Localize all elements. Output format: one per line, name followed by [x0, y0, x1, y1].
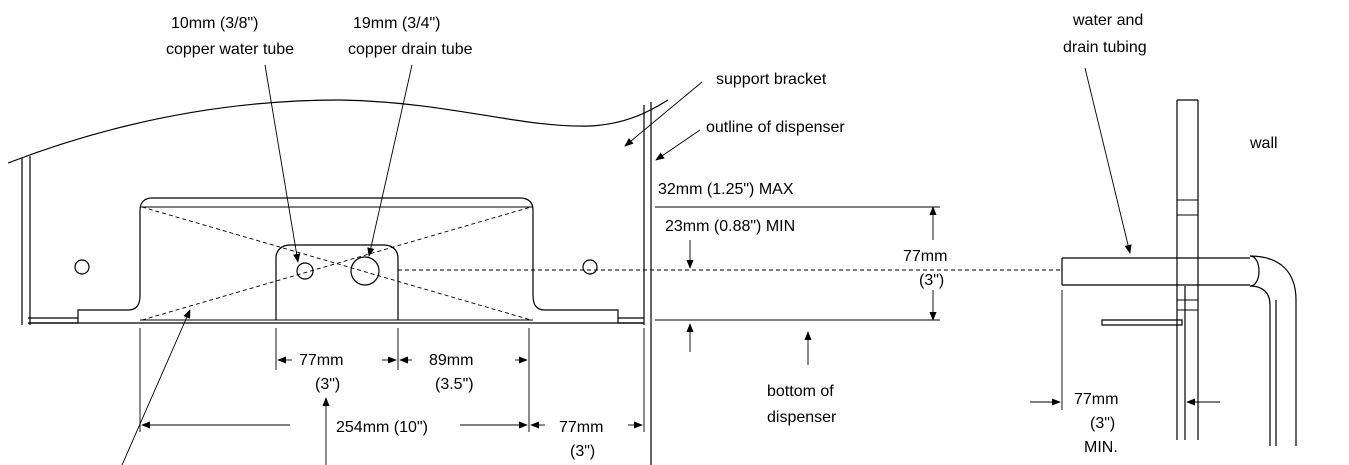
- drain-tube-label-name: copper drain tube: [348, 41, 473, 58]
- height-dimension: [655, 206, 940, 352]
- wall-dim-min: MIN.: [1084, 439, 1118, 456]
- support-bracket-label: support bracket: [716, 71, 827, 88]
- mounting-hole-right: [582, 259, 598, 275]
- mounting-hole-left: [74, 259, 90, 275]
- wall-dim-value: 77mm: [1074, 391, 1118, 408]
- tubing-label-line2: drain tubing: [1063, 39, 1147, 56]
- outline-label: outline of dispenser: [706, 119, 845, 136]
- dim-77-left-value: 77mm: [299, 352, 343, 369]
- support-bracket: [28, 197, 644, 324]
- max-clearance-label: 32mm (1.25") MAX: [658, 181, 794, 198]
- water-tube-label-size: 10mm (3/8"): [171, 15, 258, 32]
- bottom-label-line1: bottom of: [767, 383, 834, 400]
- bottom-label-line2: dispenser: [767, 409, 837, 426]
- height-dim-value: 77mm: [903, 248, 947, 265]
- dispenser-outline: [7, 99, 669, 465]
- min-clearance-label: 23mm (0.88") MIN: [665, 218, 795, 235]
- dim-254-label: 254mm (10"): [336, 419, 428, 436]
- dim-77-right-value: 77mm: [559, 419, 603, 436]
- dim-89-value: 89mm: [429, 352, 473, 369]
- horizontal-dimensions: [139, 328, 812, 465]
- leader-lines: [121, 64, 1132, 465]
- wall: [1101, 99, 1199, 440]
- water-tube-hole: [296, 262, 314, 280]
- dim-77-right-inches: (3"): [570, 443, 595, 460]
- wall-dim-inches: (3"): [1090, 415, 1115, 432]
- wall-gap-dimension: [1030, 290, 1220, 410]
- dim-77-left-inches: (3"): [315, 376, 340, 393]
- water-tube-label-name: copper water tube: [166, 41, 294, 58]
- drain-tube-label-size: 19mm (3/4"): [353, 15, 440, 32]
- wall-label: wall: [1249, 135, 1278, 152]
- tubing-label-line1: water and: [1072, 12, 1143, 29]
- drain-tube-hole: [350, 256, 380, 286]
- dim-89-inches: (3.5"): [435, 376, 474, 393]
- height-dim-inches: (3"): [919, 272, 944, 289]
- tubing: [1061, 255, 1297, 446]
- labels: 10mm (3/8") copper water tube 19mm (3/4"…: [166, 12, 1278, 460]
